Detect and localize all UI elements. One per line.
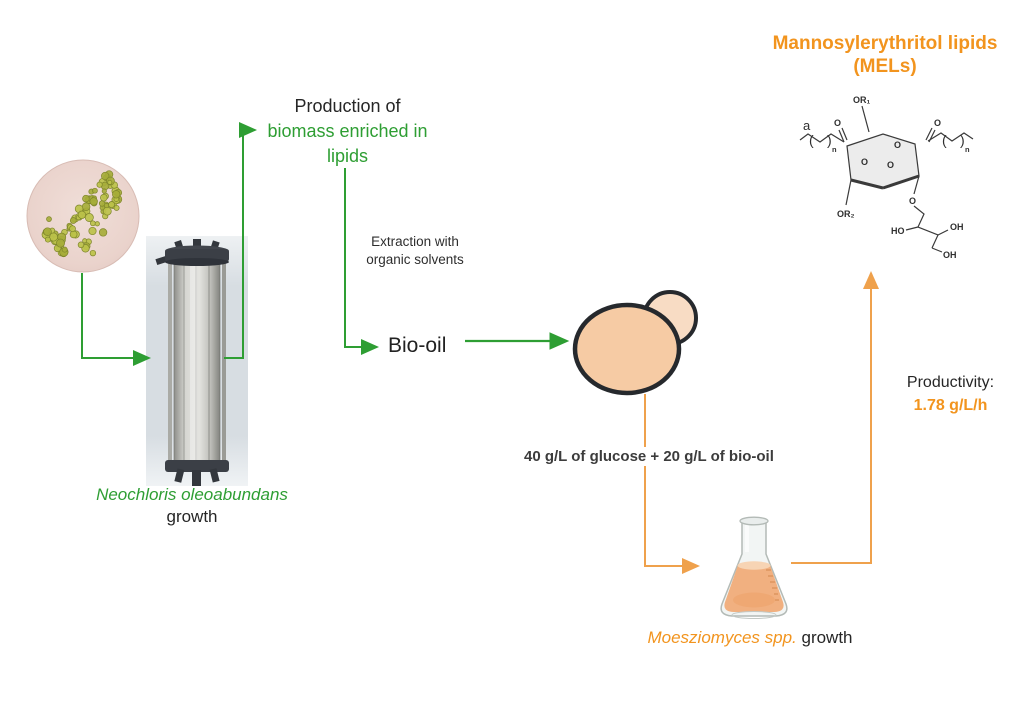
- microalgae-species-name: Neochloris oleoabundans: [96, 485, 288, 504]
- production-line1: Production of: [294, 96, 401, 116]
- structure-label-ho: HO: [891, 226, 905, 236]
- structure-label-or1: OR₁: [853, 95, 871, 105]
- structure-paren: ): [827, 132, 832, 148]
- photobioreactor-illustration: [146, 236, 248, 486]
- structure-label-o: O: [894, 140, 901, 150]
- structure-paren: (: [809, 132, 814, 148]
- production-label: Production of biomass enriched in lipids: [255, 94, 440, 169]
- algae-cells: [41, 170, 123, 258]
- medium-composition-label: 40 g/L of glucose + 20 g/L of bio-oil: [521, 447, 777, 466]
- extraction-line1: Extraction with: [371, 234, 459, 249]
- extraction-label: Extraction with organic solvents: [355, 233, 475, 269]
- mel-title-line1: Mannosylerythritol lipids: [772, 33, 998, 54]
- yeast-species-name: Moesziomyces spp.: [647, 628, 797, 647]
- arrow-yeast-to-flask: [644, 394, 700, 574]
- arrow-lipids-to-bio-oil: [344, 168, 379, 355]
- structure-label-o: O: [887, 160, 894, 170]
- structure-label-o: O: [909, 196, 916, 206]
- yeast-cell-illustration: [572, 290, 698, 396]
- algae-micrograph: [26, 159, 140, 273]
- bio-oil-label: Bio-oil: [388, 334, 447, 357]
- arrow-flask-to-mels: [791, 271, 879, 564]
- structure-paren: (: [942, 132, 947, 148]
- extraction-line2: organic solvents: [366, 252, 464, 267]
- microalgae-growth-suffix: growth: [166, 507, 218, 526]
- microalgae-growth-label: Neochloris oleoabundans growth: [83, 484, 301, 528]
- structure-label-oh: OH: [950, 222, 964, 232]
- mel-title: Mannosylerythritol lipids (MELs): [752, 32, 1018, 78]
- structure-label-n: n: [832, 145, 837, 154]
- structure-paren: ): [960, 132, 965, 148]
- structure-label-n: n: [965, 145, 970, 154]
- productivity-label: Productivity:: [906, 374, 995, 391]
- erlenmeyer-flask-illustration: [720, 516, 788, 619]
- arrow-micrograph-to-reactor: [81, 273, 151, 366]
- mel-structure-illustration: a OR₁ O O O O O OR₂ O HO OH OH ( ) n ( )…: [799, 95, 974, 260]
- arrow-reactor-to-production: [224, 122, 257, 359]
- mel-title-line2: (MELs): [853, 56, 917, 77]
- yeast-growth-suffix: growth: [796, 628, 853, 647]
- productivity-value: 1.78 g/L/h: [913, 397, 988, 414]
- structure-label-o: O: [861, 157, 868, 167]
- structure-label-or2: OR₂: [837, 209, 855, 219]
- structure-label-o: O: [934, 118, 941, 128]
- production-line2: biomass enriched in: [267, 121, 428, 141]
- production-line3: lipids: [326, 146, 369, 166]
- structure-label-o: O: [834, 118, 841, 128]
- productivity-block: Productivity: 1.78 g/L/h: [878, 371, 1023, 417]
- structure-label-a: a: [803, 118, 811, 133]
- structure-label-oh: OH: [943, 250, 957, 260]
- yeast-growth-label: Moesziomyces spp. growth: [620, 627, 880, 649]
